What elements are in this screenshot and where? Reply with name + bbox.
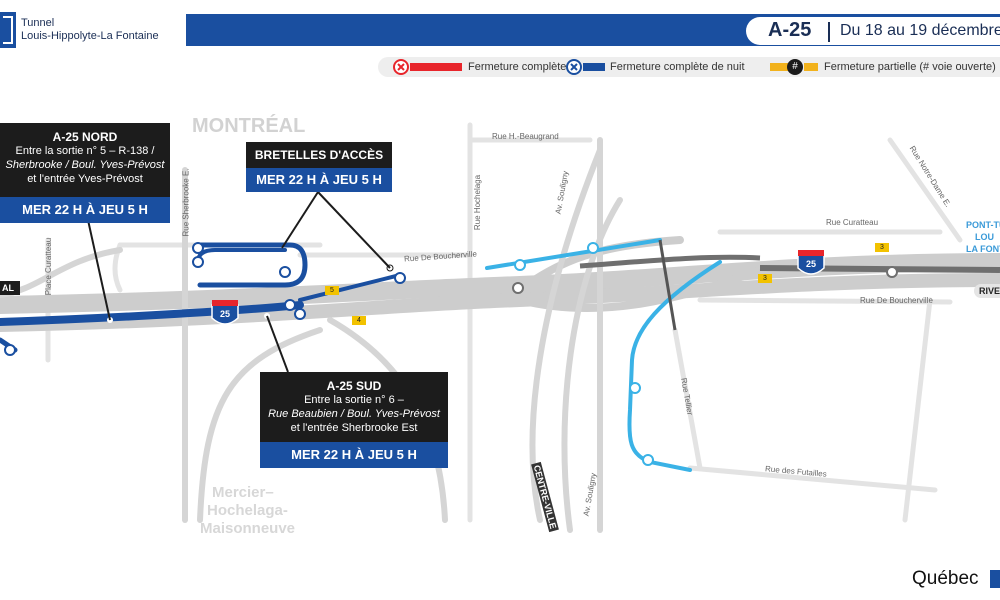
- callout-a25-nord: A-25 NORD Entre la sortie n° 5 – R-138 /…: [0, 123, 170, 223]
- route-shield-left: [211, 300, 239, 325]
- ramps: [0, 137, 623, 533]
- street-boucherville-right: Rue De Boucherville: [860, 296, 933, 305]
- callout-a25-nord-title: A-25 NORD: [52, 130, 118, 144]
- callout-bretelles-time: MER 22 H À JEU 5 H: [246, 168, 392, 192]
- overpass: [658, 239, 677, 331]
- route-shield-number-left: 25: [219, 309, 230, 319]
- route-shield-right: [797, 250, 825, 275]
- callout-a25-sud-line2: Rue Beaubien / Boul. Yves-Prévost: [268, 408, 440, 420]
- header: Tunnel Louis-Hippolyte-La Fontaine A-25 …: [0, 0, 1000, 50]
- legend: [378, 57, 1000, 77]
- title-separator: [828, 22, 830, 42]
- highway-dark-segment: [579, 254, 761, 269]
- lane-badge-3-lower: 3: [758, 274, 772, 283]
- street-curatteau: Rue Curatteau: [826, 218, 879, 227]
- pont-tunnel-label-2: LOU: [975, 232, 994, 242]
- callout-bretelles: BRETELLES D'ACCÈS MER 22 H À JEU 5 H: [246, 142, 392, 192]
- legend-bar-night: [583, 63, 605, 71]
- x-circle-icon: [393, 59, 409, 75]
- legend-label-night: Fermeture complète de nuit: [610, 61, 745, 73]
- tunnel-approach: [759, 265, 1000, 273]
- legend-label-partial: Fermeture partielle (# voie ouverte): [824, 61, 996, 73]
- legend-bar-partial-left: [770, 63, 788, 71]
- brand-line2: Louis-Hippolyte-La Fontaine: [21, 30, 159, 42]
- rive-direction-sign: RIVE-: [974, 284, 1000, 298]
- route-shield-number-right: 25: [805, 259, 816, 269]
- callout-a25-sud: A-25 SUD Entre la sortie n° 6 – Rue Beau…: [260, 372, 448, 468]
- callout-a25-nord-time: MER 22 H À JEU 5 H: [0, 197, 170, 223]
- callout-a25-sud-time: MER 22 H À JEU 5 H: [260, 442, 448, 468]
- legend-bar-partial-right: [804, 63, 818, 71]
- tunnel-logo: [0, 12, 16, 48]
- callout-a25-nord-line1: Entre la sortie n° 5 – R-138 /: [15, 145, 155, 157]
- callout-pointers: [87, 191, 391, 373]
- street-sherbrooke: Rue Sherbrooke E.: [181, 168, 191, 237]
- street-beaugrand: Rue H.-Beaugrand: [492, 132, 559, 141]
- legend-bar-full: [410, 63, 462, 71]
- x-circle-icon: [566, 59, 582, 75]
- lane-badge-5: 5: [325, 286, 339, 295]
- lane-badge-4: 4: [352, 316, 366, 325]
- fleurdelise-icon: [990, 570, 1000, 588]
- date-range: Du 18 au 19 décembre: [840, 22, 1000, 39]
- callout-a25-nord-line2: Sherbrooke / Boul. Yves-Prévost: [5, 159, 165, 171]
- street-hochelaga: Rue Hochelaga: [473, 174, 483, 231]
- callout-a25-sud-line3: et l'entrée Sherbrooke Est: [290, 422, 418, 434]
- area-label-mhm-1: Mercier–: [212, 484, 274, 501]
- quebec-logo: Québec: [912, 568, 979, 589]
- street-place-curatteau: Place Curatteau: [44, 237, 54, 296]
- area-label-mhm-3: Maisonneuve: [200, 520, 296, 537]
- pont-tunnel-label-3: LA FONT: [966, 244, 1000, 254]
- callout-bretelles-title: BRETELLES D'ACCÈS: [254, 148, 384, 162]
- callout-a25-sud-line1: Entre la sortie n° 6 –: [304, 394, 404, 406]
- left-direction-sign: AL: [0, 281, 20, 295]
- number-circle-icon: #: [787, 59, 803, 75]
- pont-tunnel-label-1: PONT-TU: [966, 220, 1000, 230]
- area-label-montreal: MONTRÉAL: [192, 115, 306, 137]
- callout-a25-nord-line3: et l'entrée Yves-Prévost: [27, 173, 143, 185]
- legend-label-full: Fermeture complète: [468, 61, 567, 73]
- area-label-mhm-2: Hochelaga-: [207, 502, 288, 519]
- callout-a25-sud-title: A-25 SUD: [326, 379, 382, 393]
- title-pill: [746, 17, 1000, 45]
- brand-line1: Tunnel: [21, 17, 55, 29]
- page-title: A-25: [768, 19, 812, 41]
- lane-badge-3-upper: 3: [875, 243, 889, 252]
